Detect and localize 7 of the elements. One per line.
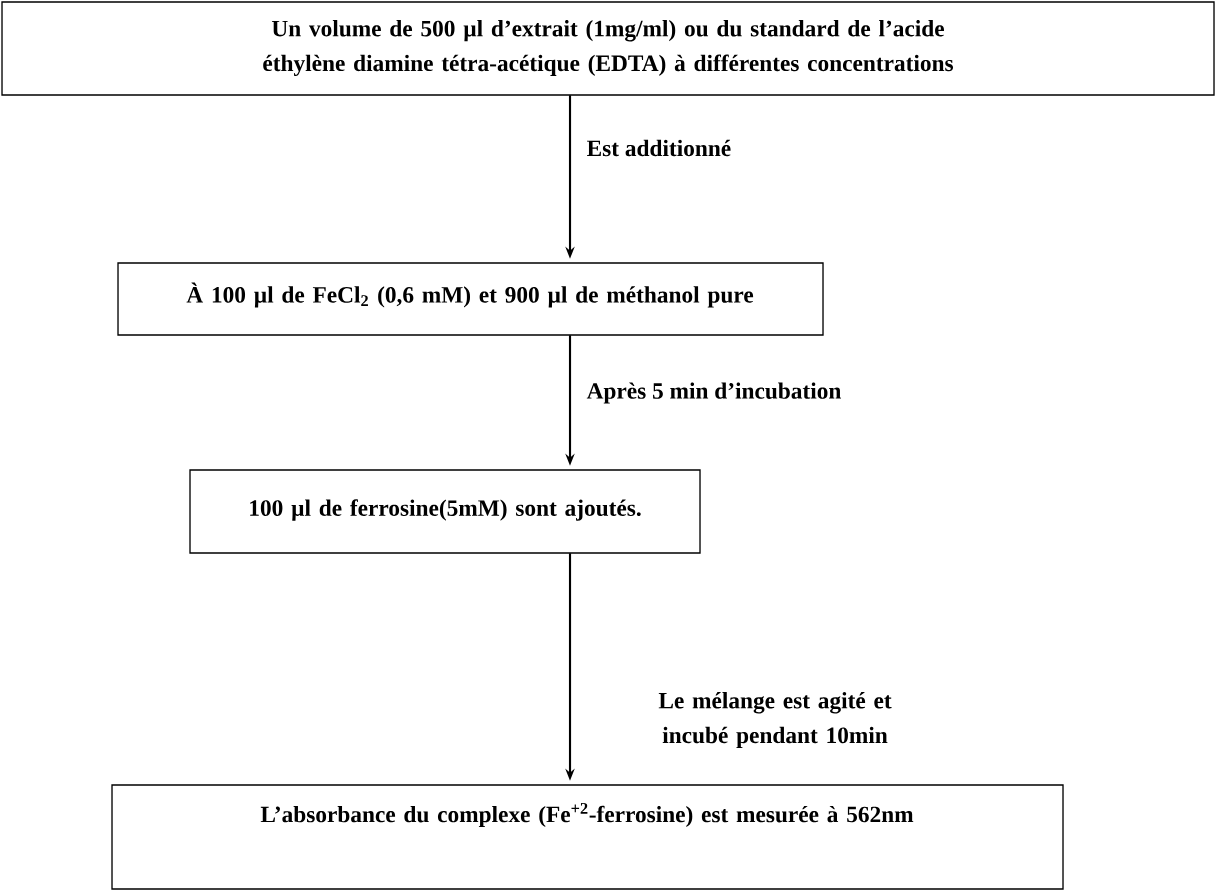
edge-label: Est additionné bbox=[587, 139, 731, 157]
edge-label: Le mélange est agité et incubé pendant 10min bbox=[658, 692, 892, 748]
process-box: Un volume de 500 µl d’extrait (1mg/ml) ou du standard de l’acide éthylène diamine tétra-acétique (EDTA) à différentes concentrations bbox=[1, 1, 1215, 96]
process-box: 100 µl de ferrosine(5mM) sont ajoutés. bbox=[189, 469, 701, 554]
process-box: À 100 µl de FeCl$_{2}$ (0,6 mM) et 900 µl de méthanol pure bbox=[117, 262, 824, 336]
process-box: L’absorbance du complexe (Fe$^{+2}$-ferrosine) est mesurée à 562nm bbox=[111, 784, 1064, 890]
edge-label: Après 5 min d’incubation bbox=[586, 382, 841, 404]
